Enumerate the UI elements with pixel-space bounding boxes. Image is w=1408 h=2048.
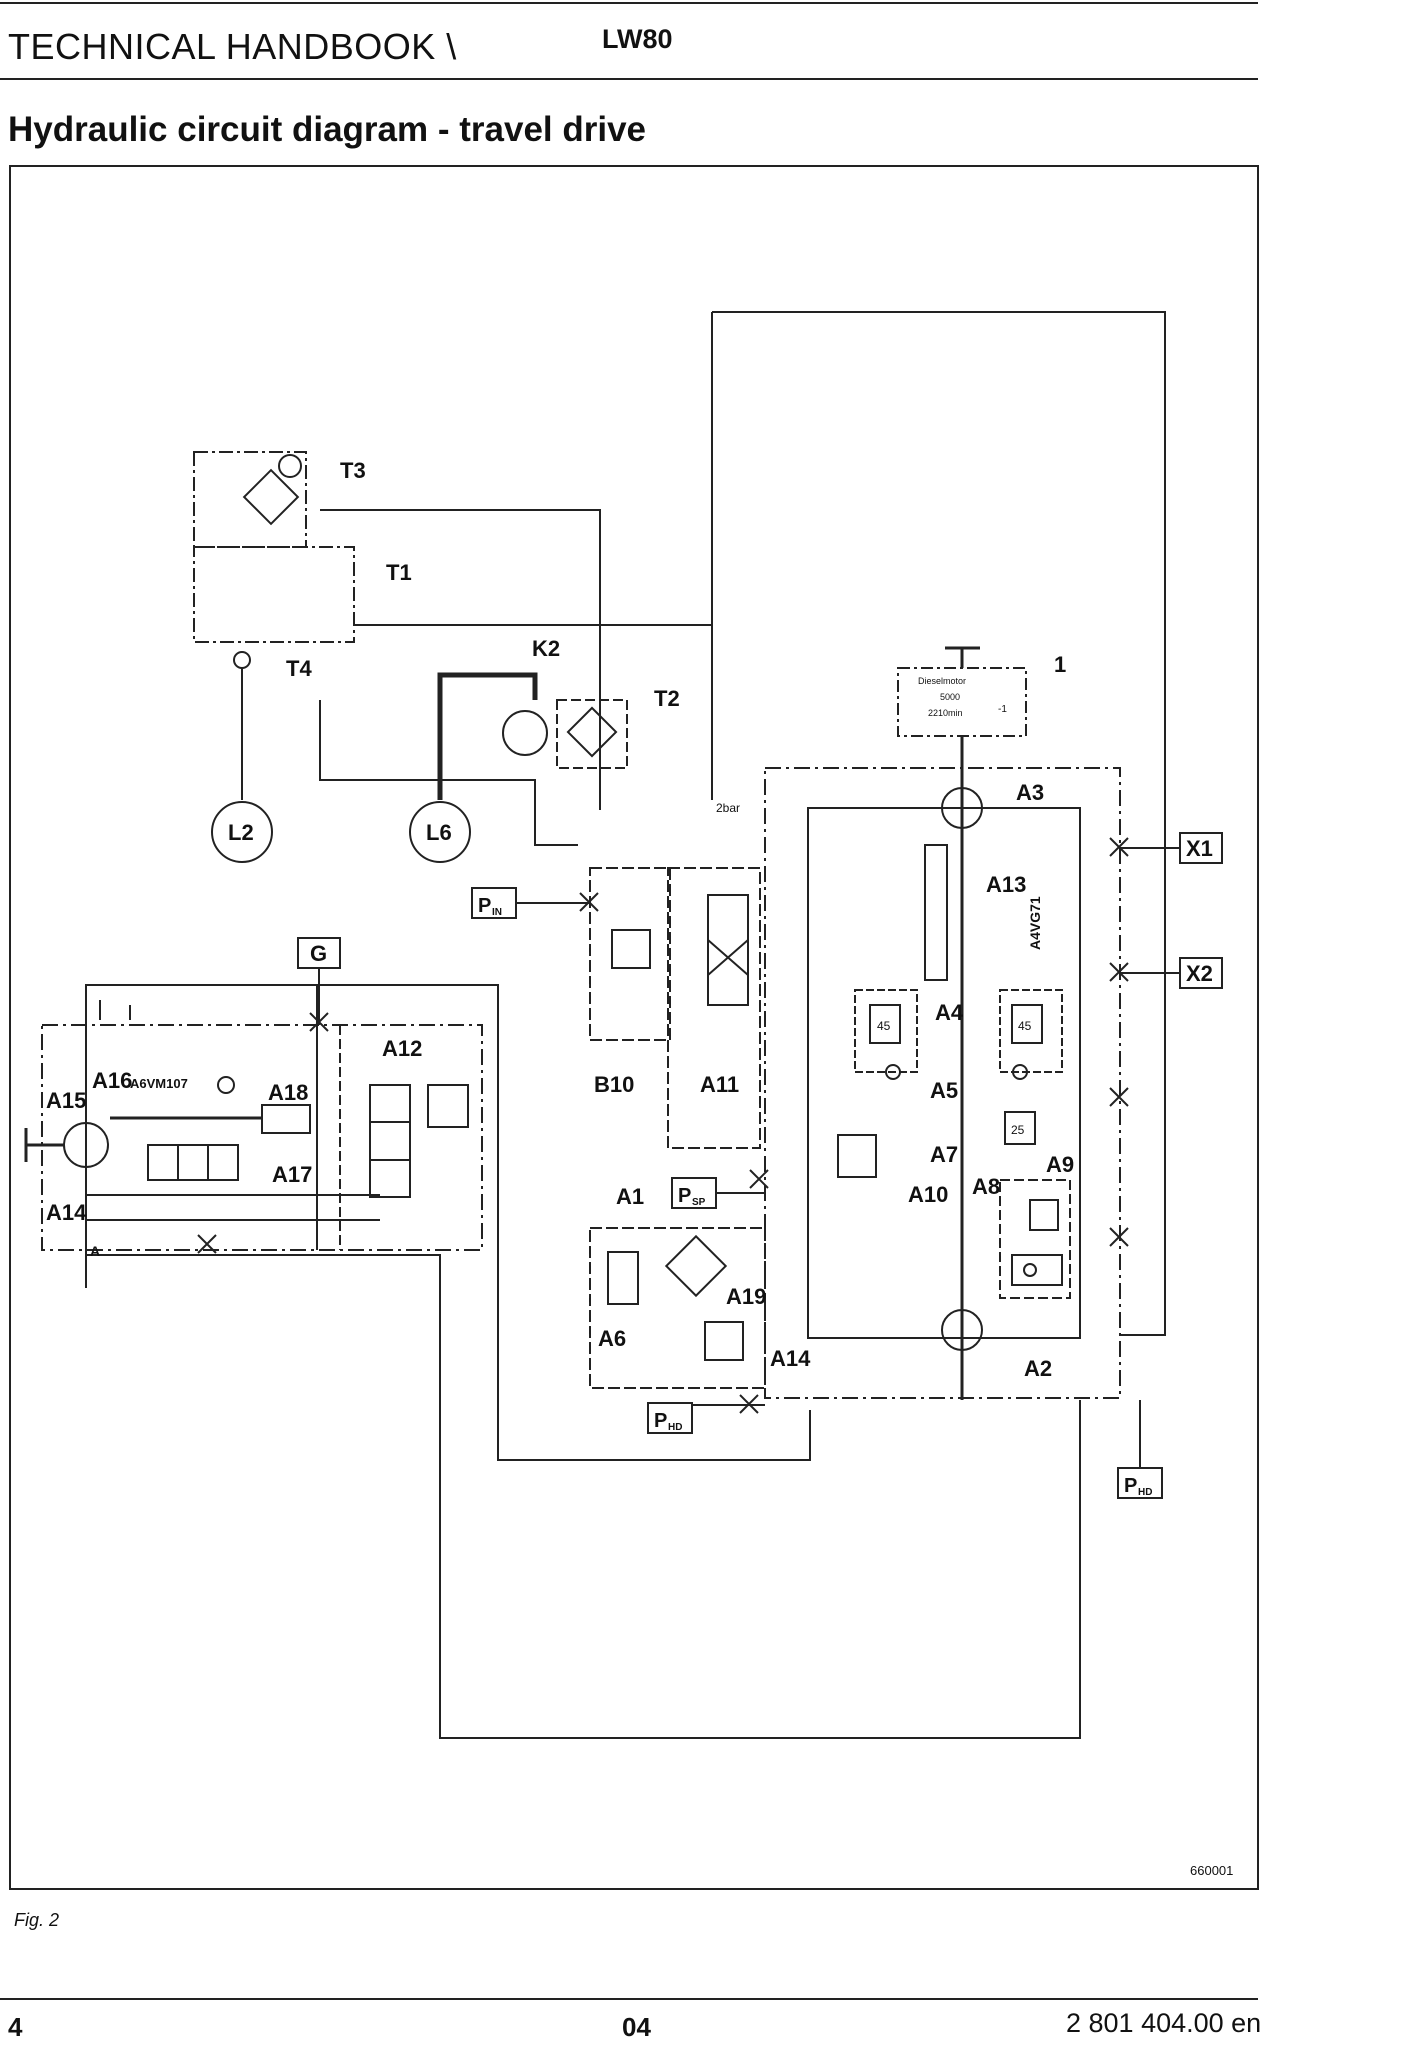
p-hd-1-main: P xyxy=(654,1410,667,1432)
header-top-rule xyxy=(0,2,1258,4)
handbook-title: TECHNICAL HANDBOOK \ xyxy=(8,26,457,67)
label-a14-right: A14 xyxy=(770,1346,811,1371)
label-a5: A5 xyxy=(930,1078,958,1103)
label-a3: A3 xyxy=(1016,780,1044,805)
label-port-a: A xyxy=(90,1243,100,1259)
label-a10: A10 xyxy=(908,1182,948,1207)
label-a12: A12 xyxy=(382,1036,422,1061)
cooler-t2 xyxy=(556,699,628,769)
pressure-gauge xyxy=(278,454,302,478)
reservoir-l2 xyxy=(211,801,273,863)
filter-element xyxy=(242,468,300,526)
fan-motor-k2 xyxy=(502,710,548,756)
valve-group-a1 xyxy=(589,1227,766,1389)
connection-line xyxy=(320,509,601,810)
label-t4: T4 xyxy=(286,656,312,681)
model-name: LW80 xyxy=(602,24,673,54)
main-loop-line xyxy=(712,311,1166,1336)
label-a2: A2 xyxy=(1024,1356,1052,1381)
check-valve-a5 xyxy=(885,1064,901,1080)
label-a16: A16 xyxy=(92,1068,132,1093)
p-in-main: P xyxy=(478,895,491,917)
check-valve-a5 xyxy=(1012,1064,1028,1080)
servo-a13 xyxy=(924,844,948,981)
filter-a19 xyxy=(664,1234,728,1298)
label-a1: A1 xyxy=(616,1184,644,1209)
label-a14-left: A14 xyxy=(46,1200,87,1225)
label-b10: B10 xyxy=(594,1072,634,1097)
label-x2: X2 xyxy=(1186,961,1213,986)
label-a9: A9 xyxy=(1046,1152,1074,1177)
label-a8: A8 xyxy=(972,1174,1000,1199)
pump-a3 xyxy=(941,787,983,829)
page-number: 4 xyxy=(8,2012,23,2042)
label-a6: A6 xyxy=(598,1326,626,1351)
p-sp-main: P xyxy=(678,1185,691,1207)
label-t2: T2 xyxy=(654,686,680,711)
label-g: G xyxy=(310,941,327,966)
oil-line-bold xyxy=(437,672,538,800)
valve-a17 xyxy=(147,1144,239,1181)
label-a4: A4 xyxy=(935,1000,964,1025)
label-k2: K2 xyxy=(532,636,560,661)
label-l2: L2 xyxy=(228,820,254,845)
label-a15: A15 xyxy=(46,1088,86,1113)
reservoir-l6 xyxy=(409,801,471,863)
label-a11: A11 xyxy=(700,1072,739,1097)
label-2bar: 2bar xyxy=(716,801,740,815)
left-circuit-line xyxy=(85,984,811,1461)
diagram-frame xyxy=(9,165,1259,1890)
cylinder-a18 xyxy=(261,1104,311,1134)
label-a7: A7 xyxy=(930,1142,958,1167)
value-45-left: 45 xyxy=(877,1019,891,1033)
diesel-text-suffix: -1 xyxy=(998,704,1007,715)
p-sp-sub: SP xyxy=(692,1197,706,1208)
valve-a7 xyxy=(837,1134,877,1178)
valve-a12 xyxy=(369,1084,411,1198)
valve-a8 xyxy=(999,1179,1071,1299)
port-p-hd-1 xyxy=(647,1402,693,1434)
valve-group-b10 xyxy=(589,867,671,1041)
document-number: 2 801 404.00 en xyxy=(1066,2008,1262,2038)
valve-group-a11 xyxy=(667,867,761,1149)
p-in-sub: IN xyxy=(492,907,502,918)
cylinder-a6 xyxy=(607,1251,639,1305)
tank-t1 xyxy=(193,546,355,643)
p-hd-1-sub: HD xyxy=(668,1422,682,1433)
diesel-text-3: 2210min xyxy=(928,708,963,718)
diesel-text-2: 5000 xyxy=(940,692,960,702)
pump-housing-a4vg71 xyxy=(764,767,1121,1399)
connection-line xyxy=(319,700,578,846)
value-25: 25 xyxy=(1011,1123,1025,1137)
footer-rule xyxy=(0,1998,1258,2000)
diesel-text-1: Dieselmotor xyxy=(918,676,966,686)
value-45-right: 45 xyxy=(1018,1019,1032,1033)
header-bottom-rule xyxy=(0,78,1258,80)
page-title: Hydraulic circuit diagram - travel drive xyxy=(8,110,647,149)
label-t3: T3 xyxy=(340,458,366,483)
drawing-number: 660001 xyxy=(1190,1863,1233,1878)
label-a17: A17 xyxy=(272,1162,312,1187)
pump-a2 xyxy=(941,1309,983,1351)
label-1: 1 xyxy=(1054,652,1066,677)
section-number: 04 xyxy=(622,2012,651,2042)
label-a6vm107: A6VM107 xyxy=(130,1076,188,1091)
label-x1: X1 xyxy=(1186,836,1213,861)
motor-group-a6vm107 xyxy=(41,1024,483,1251)
return-line xyxy=(85,1254,1081,1739)
label-a13: A13 xyxy=(986,872,1026,897)
filter-box-t3 xyxy=(193,451,307,548)
label-a4vg71: A4VG71 xyxy=(1027,896,1043,950)
p-hd-2-main: P xyxy=(1124,1475,1137,1497)
check-valve-t4 xyxy=(233,651,251,669)
label-t1: T1 xyxy=(386,560,412,585)
label-a18: A18 xyxy=(268,1080,308,1105)
figure-label: Fig. 2 xyxy=(14,1910,60,1930)
label-l6: L6 xyxy=(426,820,452,845)
label-a19: A19 xyxy=(726,1284,766,1309)
p-hd-2-sub: HD xyxy=(1138,1487,1152,1498)
